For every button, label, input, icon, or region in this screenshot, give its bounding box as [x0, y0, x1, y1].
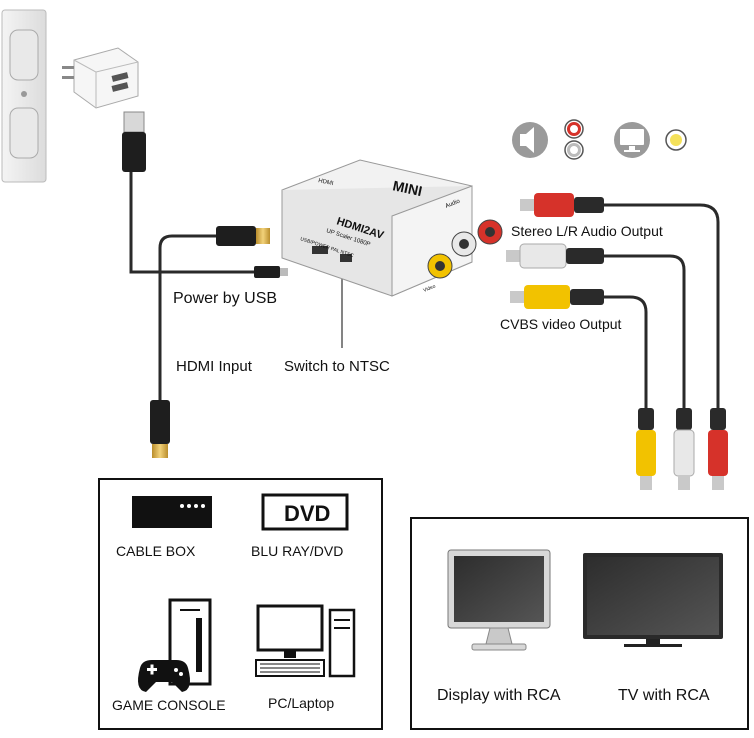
rca-audio-pair-icon	[564, 119, 584, 160]
pc-label: PC/Laptop	[268, 695, 334, 711]
tv-icon	[583, 553, 723, 647]
device-port-video: Video	[423, 283, 437, 293]
hdmi-plug-top-icon	[216, 226, 270, 246]
monitor-icon	[614, 122, 650, 158]
display-monitor-icon	[447, 549, 551, 651]
label-audio-output: Stereo L/R Audio Output	[511, 223, 663, 239]
device-side-right: Audio	[445, 198, 462, 210]
dvd-logo-icon	[261, 493, 349, 531]
cable-box-icon	[132, 496, 212, 528]
game-console-label: GAME CONSOLE	[112, 697, 226, 713]
wall-outlet-icon	[1, 9, 47, 183]
hdmi-plug-bottom-icon	[150, 400, 170, 458]
bluray-label: BLU RAY/DVD	[251, 543, 343, 559]
device-side-left: HDMI	[318, 178, 335, 187]
tv-label: TV with RCA	[618, 687, 710, 704]
label-switch: Switch to NTSC	[284, 358, 390, 375]
game-console-icon	[138, 598, 212, 692]
label-hdmi-input: HDMI Input	[176, 358, 253, 375]
rca-plug-red-icon	[520, 193, 604, 217]
cables	[129, 168, 720, 410]
sources-box	[98, 478, 383, 730]
rca-plug-white-icon	[506, 243, 604, 269]
rca-video-icon	[665, 129, 687, 151]
cable-box-label: CABLE BOX	[116, 543, 196, 559]
label-video-output: CVBS video Output	[500, 316, 622, 332]
pc-icon	[255, 604, 356, 678]
outputs-box	[410, 517, 749, 730]
device-brand: MINI	[391, 177, 423, 199]
speaker-icon	[512, 122, 548, 158]
dvd-logo-text: DVD	[284, 501, 330, 526]
rca-plug-yellow-vertical-icon	[636, 408, 656, 490]
rca-plug-yellow-icon	[510, 285, 604, 309]
usb-power-adapter-icon	[62, 47, 139, 109]
rca-plug-white-vertical-icon	[673, 408, 695, 490]
display-label: Display with RCA	[437, 687, 561, 704]
label-power: Power by USB	[173, 290, 277, 307]
usb-plug-icon	[122, 111, 146, 172]
micro-usb-plug-icon	[254, 266, 288, 278]
rca-plug-red-vertical-icon	[708, 408, 728, 490]
converter-device	[281, 159, 503, 297]
